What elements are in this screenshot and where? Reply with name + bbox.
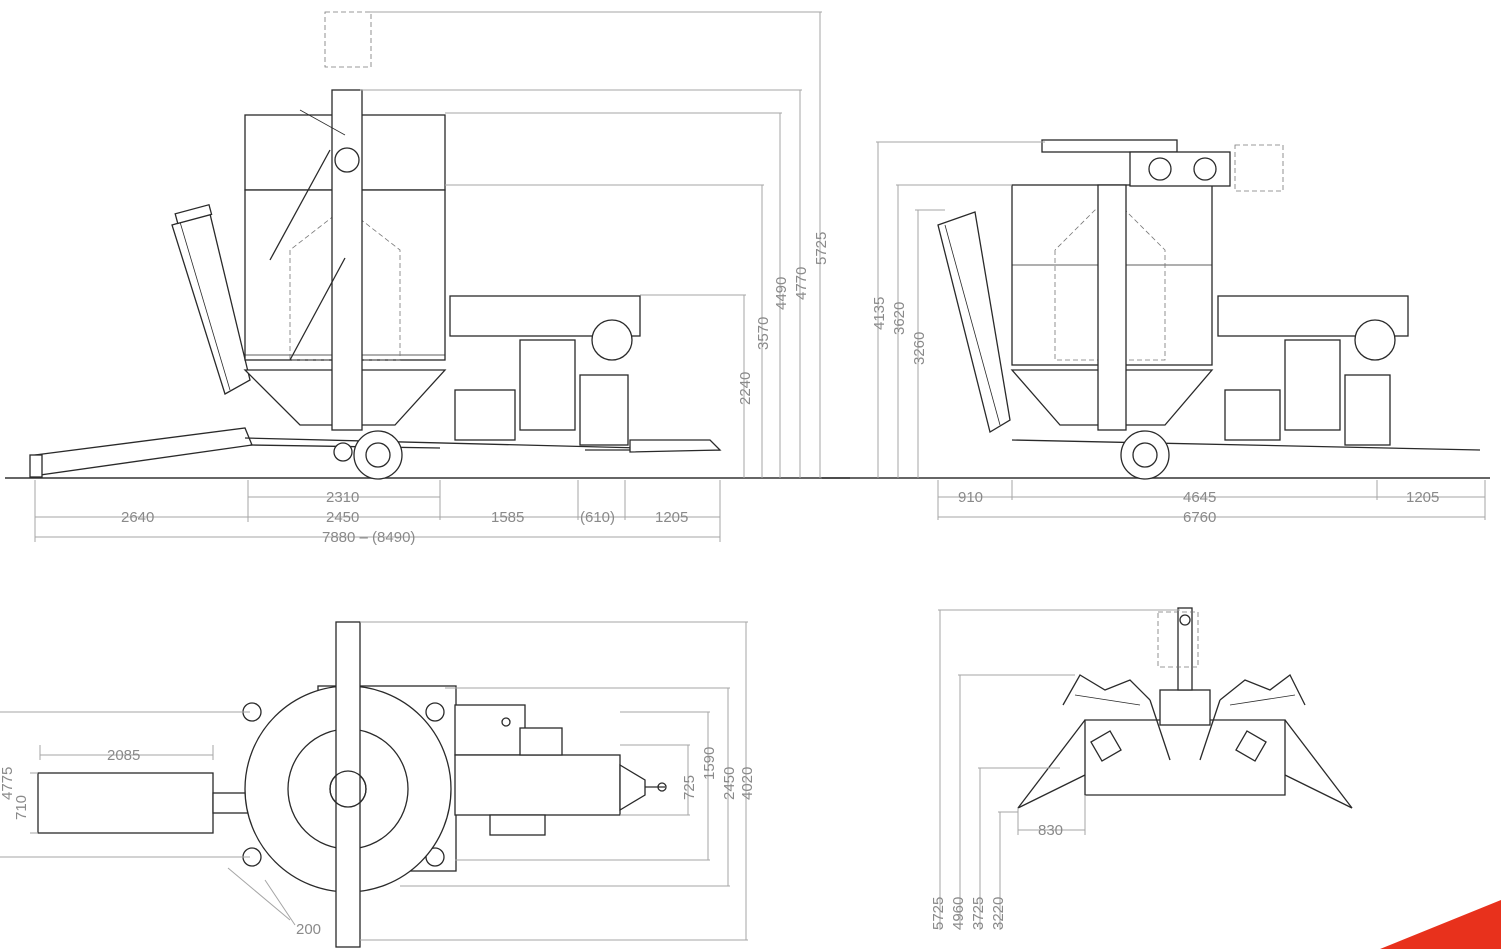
dim-1590: 1590 [701, 747, 718, 780]
front-elevator-base [1159, 689, 1211, 726]
dim-4135: 4135 [871, 297, 888, 330]
side-right-labels: 4135 3620 3260 910 4645 1205 6760 [871, 297, 1439, 526]
auger-top [37, 772, 214, 834]
dim-710: 710 [13, 795, 30, 820]
dim-3570: 3570 [755, 317, 772, 350]
dim-1585: 1585 [491, 509, 524, 526]
top-view-dimensions [0, 621, 748, 941]
dim-2240: 2240 [737, 372, 754, 405]
elevator-head-dashed [324, 11, 372, 68]
side-left-dimensions [34, 11, 822, 542]
front-view [1017, 607, 1353, 809]
elevator-column-right [1097, 184, 1127, 431]
front-elevator [1177, 607, 1193, 691]
dim-4960: 4960 [950, 897, 967, 930]
dim-1205-right: 1205 [1406, 489, 1439, 506]
dim-4490: 4490 [773, 277, 790, 310]
burner-top [454, 754, 621, 816]
dim-5725: 5725 [813, 232, 830, 265]
side-right-dimensions [876, 141, 1486, 520]
wheel-right [1120, 430, 1170, 480]
dim-2450: 2450 [326, 509, 359, 526]
dim-4775: 4775 [0, 767, 16, 800]
top-view [37, 621, 667, 948]
top-view-labels: 4020 2450 1590 725 2085 4775 710 200 [0, 747, 756, 938]
dim-910: 910 [958, 489, 983, 506]
dim-200: 200 [296, 921, 321, 938]
elevator-top [335, 621, 361, 948]
dim-3725: 3725 [970, 897, 987, 930]
dim-2310: 2310 [326, 489, 359, 506]
dim-3220: 3220 [990, 897, 1007, 930]
wheel [353, 430, 403, 480]
dim-1205: 1205 [655, 509, 688, 526]
dim-4645: 4645 [1183, 489, 1216, 506]
engine-block [579, 374, 629, 446]
dim-6760: 6760 [1183, 509, 1216, 526]
dim-3620: 3620 [891, 302, 908, 335]
dim-830: 830 [1038, 822, 1063, 839]
side-view-right [822, 139, 1490, 480]
front-view-dimensions [938, 609, 1180, 930]
elevator-column [331, 89, 363, 431]
tilted-hopper-right [937, 211, 1011, 434]
loading-auger [34, 427, 253, 476]
dim-610: (610) [580, 509, 615, 526]
dim-2450-top: 2450 [721, 767, 738, 800]
dim-4770: 4770 [793, 267, 810, 300]
tilted-hopper [171, 213, 251, 395]
front-view-labels: 830 5725 4960 3725 3220 [930, 822, 1063, 930]
front-body [1084, 719, 1286, 796]
dim-725: 725 [681, 775, 698, 800]
side-view-left [5, 11, 850, 480]
side-left-labels: 5725 4770 4490 3570 2240 2310 2640 2450 … [121, 232, 830, 546]
brand-corner-triangle [1380, 900, 1501, 949]
dim-4020: 4020 [739, 767, 756, 800]
dim-2640: 2640 [121, 509, 154, 526]
dim-2085: 2085 [107, 747, 140, 764]
auger-end-cap [29, 454, 43, 478]
dim-overall-length: 7880 – (8490) [322, 529, 415, 546]
dim-5725-front: 5725 [930, 897, 947, 930]
dim-3260: 3260 [911, 332, 928, 365]
